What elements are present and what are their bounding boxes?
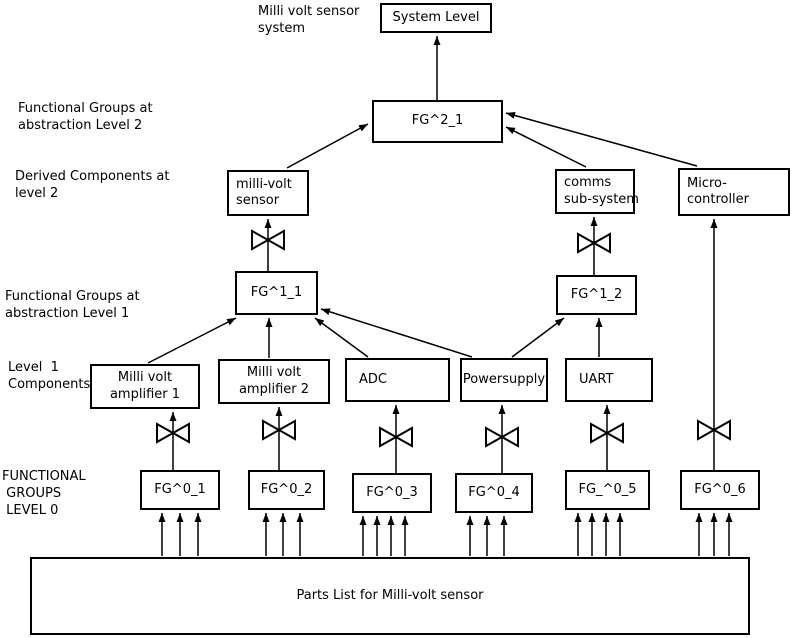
fg-level1-label: Functional Groups at abstraction Level 1 (5, 289, 140, 321)
level1-components-label: Level 1 Components (8, 360, 91, 392)
millivolt-sensor-box: milli-volt sensor (227, 170, 309, 216)
microcontroller-box: Micro- controller (678, 168, 790, 216)
bowtie-icon (262, 419, 296, 441)
bowtie-icon (379, 426, 413, 448)
fg1-2-box: FG^1_2 (556, 275, 637, 315)
amplifier1-box: Milli volt amplifier 1 (90, 364, 200, 409)
system-title-label: Milli volt sensor system (258, 4, 360, 36)
fg1-1-box: FG^1_1 (235, 271, 318, 315)
fg0-4-box: FG^0_4 (455, 473, 533, 513)
bowtie-icon (251, 229, 285, 251)
arrows (147, 36, 733, 556)
parts-list-box: Parts List for Milli-volt sensor (30, 557, 750, 635)
system-level-box: System Level (380, 3, 492, 33)
arrow-powersupply-to-fg12 (511, 317, 565, 358)
arrow-comms-to-fg21 (505, 126, 587, 168)
adc-box: ADC (345, 358, 450, 402)
fg0-6-box: FG^0_6 (680, 470, 760, 510)
bowtie-icon (485, 426, 519, 448)
fg0-2-box: FG^0_2 (248, 470, 325, 510)
powersupply-box: Powersupply (460, 358, 548, 402)
arrow-micro-to-fg21 (505, 112, 698, 167)
arrow-powersupply-to-fg11 (320, 308, 473, 358)
comms-subsystem-box: comms sub-system (555, 169, 639, 214)
fg2-1-box: FG^2_1 (372, 100, 503, 143)
bowtie-icon (590, 422, 624, 444)
bowtie-icon (156, 422, 190, 444)
uart-box: UART (565, 358, 653, 402)
bowtie-icon (577, 232, 611, 254)
fg0-3-box: FG^0_3 (352, 473, 432, 513)
fg0-5-box: FG_^0_5 (565, 470, 650, 510)
bowtie-icon (697, 419, 731, 441)
fg-level2-label: Functional Groups at abstraction Level 2 (18, 101, 153, 133)
arrow-sensor-to-fg21 (286, 123, 369, 169)
fg-level0-label: FUNCTIONAL GROUPS LEVEL 0 (2, 469, 86, 518)
bowtie-symbols (156, 229, 731, 448)
fg0-1-box: FG^0_1 (140, 470, 220, 510)
derived-level2-label: Derived Components at level 2 (15, 169, 170, 201)
arrow-adc-to-fg11 (314, 317, 369, 358)
arrow-amp1-to-fg11 (147, 317, 237, 364)
amplifier2-box: Milli volt amplifier 2 (218, 359, 330, 404)
